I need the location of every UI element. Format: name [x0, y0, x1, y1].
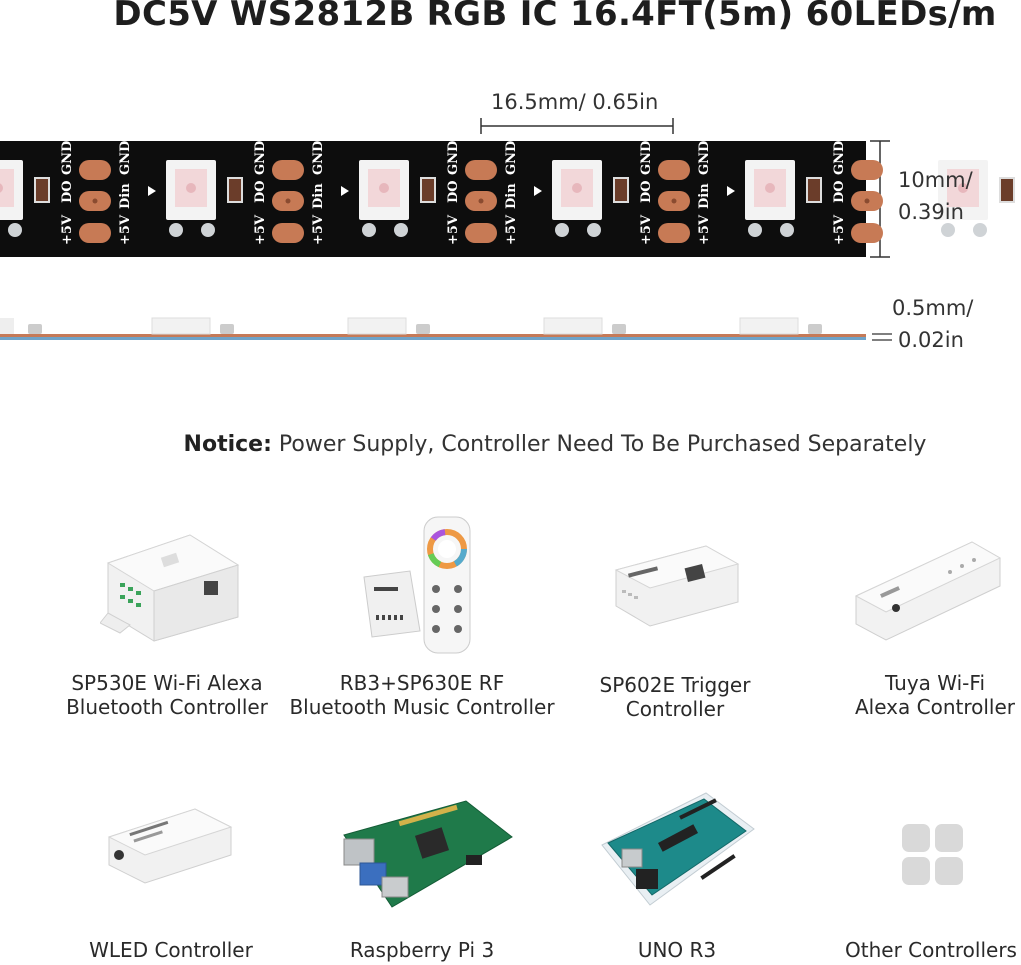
- gnd-label: GND: [118, 141, 133, 175]
- do-label: DO: [253, 180, 268, 203]
- product-sp602e: SP602E Trigger Controller: [599, 673, 751, 721]
- gnd-label: GND: [311, 141, 326, 175]
- side-capacitor: [416, 324, 430, 334]
- wled-controller-icon: [107, 808, 233, 884]
- din-label: Din: [118, 183, 133, 209]
- spacing-label: 16.5mm/ 0.65in: [491, 90, 659, 114]
- side-led-chip: [347, 317, 407, 335]
- solder-pad: [658, 160, 690, 180]
- solder-pad: [272, 160, 304, 180]
- din-label: Din: [697, 183, 712, 209]
- v5-label: +5V: [311, 214, 326, 245]
- resistor: [34, 177, 50, 203]
- v5-label: +5V: [504, 214, 519, 245]
- solder-pad: [465, 223, 497, 243]
- led-strip-side-view: [0, 317, 892, 341]
- resistor: [613, 177, 629, 203]
- tuya-controller-icon: [854, 541, 1002, 641]
- resistor: [227, 177, 243, 203]
- v5-label: +5V: [697, 214, 712, 245]
- product-uno-r3: UNO R3: [637, 938, 717, 962]
- gnd-label: GND: [253, 141, 268, 175]
- wifi-controller-icon: [100, 534, 240, 642]
- thickness-label-mm: 0.5mm/: [892, 296, 974, 320]
- solder-pad: [272, 223, 304, 243]
- do-label: DO: [639, 180, 654, 203]
- side-capacitor: [612, 324, 626, 334]
- trigger-controller-icon: [614, 545, 740, 627]
- side-led-chip: [151, 317, 211, 335]
- width-label-in: 0.39in: [898, 200, 964, 224]
- notice-text: Notice: Power Supply, Controller Need To…: [0, 432, 1021, 457]
- side-capacitor: [220, 324, 234, 334]
- v5-label: +5V: [890, 214, 905, 245]
- product-other: Other Controllers: [845, 938, 1017, 962]
- product-wled: WLED Controller: [89, 938, 253, 962]
- v5-label: +5V: [446, 214, 461, 245]
- resistor: [999, 177, 1015, 203]
- resistor: [420, 177, 436, 203]
- grid-icon: [902, 824, 963, 885]
- v5-label: +5V: [60, 214, 75, 245]
- notice-label: Notice:: [183, 432, 272, 457]
- product-raspberry-pi: Raspberry Pi 3: [349, 938, 495, 962]
- notice-body: Power Supply, Controller Need To Be Purc…: [271, 432, 927, 457]
- solder-pad: [465, 160, 497, 180]
- width-label-mm: 10mm/: [898, 168, 973, 192]
- side-capacitor: [28, 324, 42, 334]
- side-led-chip: [0, 318, 14, 334]
- side-led-chip: [739, 317, 799, 335]
- din-label: Din: [890, 183, 905, 209]
- din-label: Din: [504, 183, 519, 209]
- gnd-label: GND: [639, 141, 654, 175]
- do-label: DO: [832, 180, 847, 203]
- arduino-uno-icon: [601, 792, 755, 906]
- gnd-label: GND: [890, 141, 905, 175]
- product-tuya: Tuya Wi-Fi Alexa Controller: [854, 671, 1016, 719]
- gnd-label: GND: [60, 141, 75, 175]
- side-capacitor: [808, 324, 822, 334]
- gnd-label: GND: [697, 141, 712, 175]
- gnd-label: GND: [446, 141, 461, 175]
- gnd-label: GND: [504, 141, 519, 175]
- led-window: [0, 169, 14, 207]
- v5-label: +5V: [639, 214, 654, 245]
- solder-pad: [851, 223, 883, 243]
- do-label: DO: [60, 180, 75, 203]
- rf-remote-controller-icon: [363, 516, 471, 654]
- v5-label: +5V: [832, 214, 847, 245]
- product-title: DC5V WS2812B RGB IC 16.4FT(5m) 60LEDs/m: [113, 0, 997, 34]
- solder-pad: [79, 160, 111, 180]
- thickness-label-in: 0.02in: [898, 328, 964, 352]
- gnd-label: GND: [832, 141, 847, 175]
- solder-pad: [658, 223, 690, 243]
- side-led-chip: [543, 317, 603, 335]
- do-label: DO: [446, 180, 461, 203]
- product-sp530e: SP530E Wi-Fi Alexa Bluetooth Controller: [66, 671, 268, 719]
- v5-label: +5V: [253, 214, 268, 245]
- led-strip-top-view: GND DO +5V GND Din +5V GND DO +5V GND Din +5V GND DO +…: [0, 118, 1015, 258]
- product-rb3-sp630e: RB3+SP630E RF Bluetooth Music Controller: [289, 671, 555, 719]
- resistor: [806, 177, 822, 203]
- v5-label: +5V: [118, 214, 133, 245]
- solder-pad: [79, 223, 111, 243]
- din-label: Din: [311, 183, 326, 209]
- raspberry-pi-icon: [343, 800, 513, 908]
- solder-pad: [851, 160, 883, 180]
